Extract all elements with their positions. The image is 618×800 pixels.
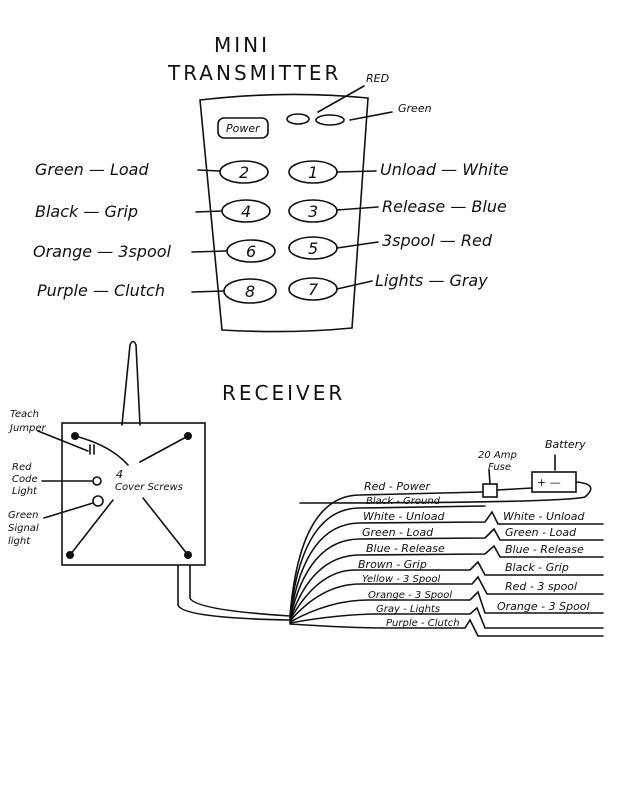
cable [177, 564, 291, 621]
button-7[interactable]: 7 [288, 277, 338, 301]
battery-wiring [299, 454, 592, 504]
receiver-title: RECEIVER [222, 381, 345, 405]
left-label-3: Orange — 3spool [33, 242, 172, 261]
led-green-label: Green [398, 102, 432, 115]
right-label-1: Unload — White [380, 160, 509, 179]
fuse-label-2: Fuse [488, 462, 511, 473]
right-label-3: 3spool — Red [382, 231, 493, 250]
wire-left-4: Green - Load [362, 526, 434, 539]
svg-text:5: 5 [308, 239, 318, 258]
teach-jumper-label-2: Jumper [8, 423, 47, 434]
green-signal-label: Green [8, 510, 39, 521]
left-label-2: Black — Grip [35, 202, 138, 221]
teach-jumper-label: Teach [10, 409, 39, 420]
wire-right-4: Black - Grip [505, 561, 569, 574]
battery-label: Battery [545, 438, 586, 451]
wire-right-6: Orange - 3 Spool [497, 600, 590, 613]
fuse [482, 483, 498, 498]
red-code-label: Red [12, 462, 32, 473]
right-label-2: Release — Blue [382, 197, 507, 216]
led-leader-lines [317, 85, 393, 121]
wire-left-6: Brown - Grip [358, 558, 427, 571]
antenna [121, 340, 141, 426]
transmitter-body [199, 93, 369, 333]
button-2[interactable]: 2 [219, 160, 269, 184]
button-3[interactable]: 3 [288, 199, 338, 223]
fuse-label: 20 Amp [478, 450, 517, 461]
wire-left-10: Purple - Clutch [386, 618, 460, 629]
svg-text:3: 3 [308, 202, 318, 221]
green-led [315, 114, 345, 126]
wire-left-2: Black - Ground [366, 496, 441, 507]
svg-text:4: 4 [241, 202, 251, 221]
title-mini: MINI [214, 33, 270, 57]
svg-text:Power: Power [226, 122, 261, 135]
button-4[interactable]: 4 [221, 199, 271, 223]
cover-screws-count: 4 [116, 468, 123, 481]
wire-bundle [289, 491, 604, 637]
svg-text:2: 2 [239, 163, 249, 182]
wire-right-2: Green - Load [505, 526, 577, 539]
button-6[interactable]: 6 [226, 239, 276, 263]
red-code-label-2: Code [12, 474, 38, 485]
svg-text:8: 8 [245, 282, 255, 301]
teach-jumper[interactable] [37, 430, 95, 455]
wire-right-3: Blue - Release [505, 543, 584, 556]
wire-left-8: Orange - 3 Spool [368, 590, 452, 601]
wire-left-9: Gray - Lights [376, 604, 440, 615]
left-label-4: Purple — Clutch [37, 281, 165, 300]
wire-left-1: Red - Power [364, 480, 431, 493]
button-5[interactable]: 5 [288, 236, 338, 260]
green-signal-label-3: light [8, 536, 31, 547]
power-button[interactable]: Power [217, 117, 269, 139]
red-led [286, 113, 310, 125]
cover-screws-label: Cover Screws [115, 482, 183, 493]
svg-text:6: 6 [246, 242, 256, 261]
green-signal-label-2: Signal [8, 523, 39, 534]
left-label-1: Green — Load [35, 160, 149, 179]
led-red-label: RED [366, 72, 389, 85]
light-leader-lines [41, 480, 94, 519]
wire-right-5: Red - 3 spool [505, 580, 577, 593]
svg-text:1: 1 [308, 163, 318, 182]
wire-left-7: Yellow - 3 Spool [362, 574, 440, 585]
green-signal-light [92, 495, 104, 507]
wire-left-5: Blue - Release [366, 542, 445, 555]
title-transmitter: TRANSMITTER [167, 61, 341, 85]
button-1[interactable]: 1 [288, 160, 338, 184]
battery-terminals: + — [537, 476, 561, 489]
svg-text:7: 7 [308, 280, 319, 299]
receiver-box [61, 422, 206, 566]
right-label-4: Lights — Gray [375, 271, 488, 290]
red-code-label-3: Light [12, 486, 38, 497]
wire-left-3: White - Unload [363, 510, 445, 523]
red-code-light [92, 476, 102, 486]
screw-leader-lines [69, 435, 189, 556]
button-8[interactable]: 8 [223, 278, 277, 304]
label-leader-lines [191, 169, 379, 293]
wire-right-1: White - Unload [503, 510, 585, 523]
